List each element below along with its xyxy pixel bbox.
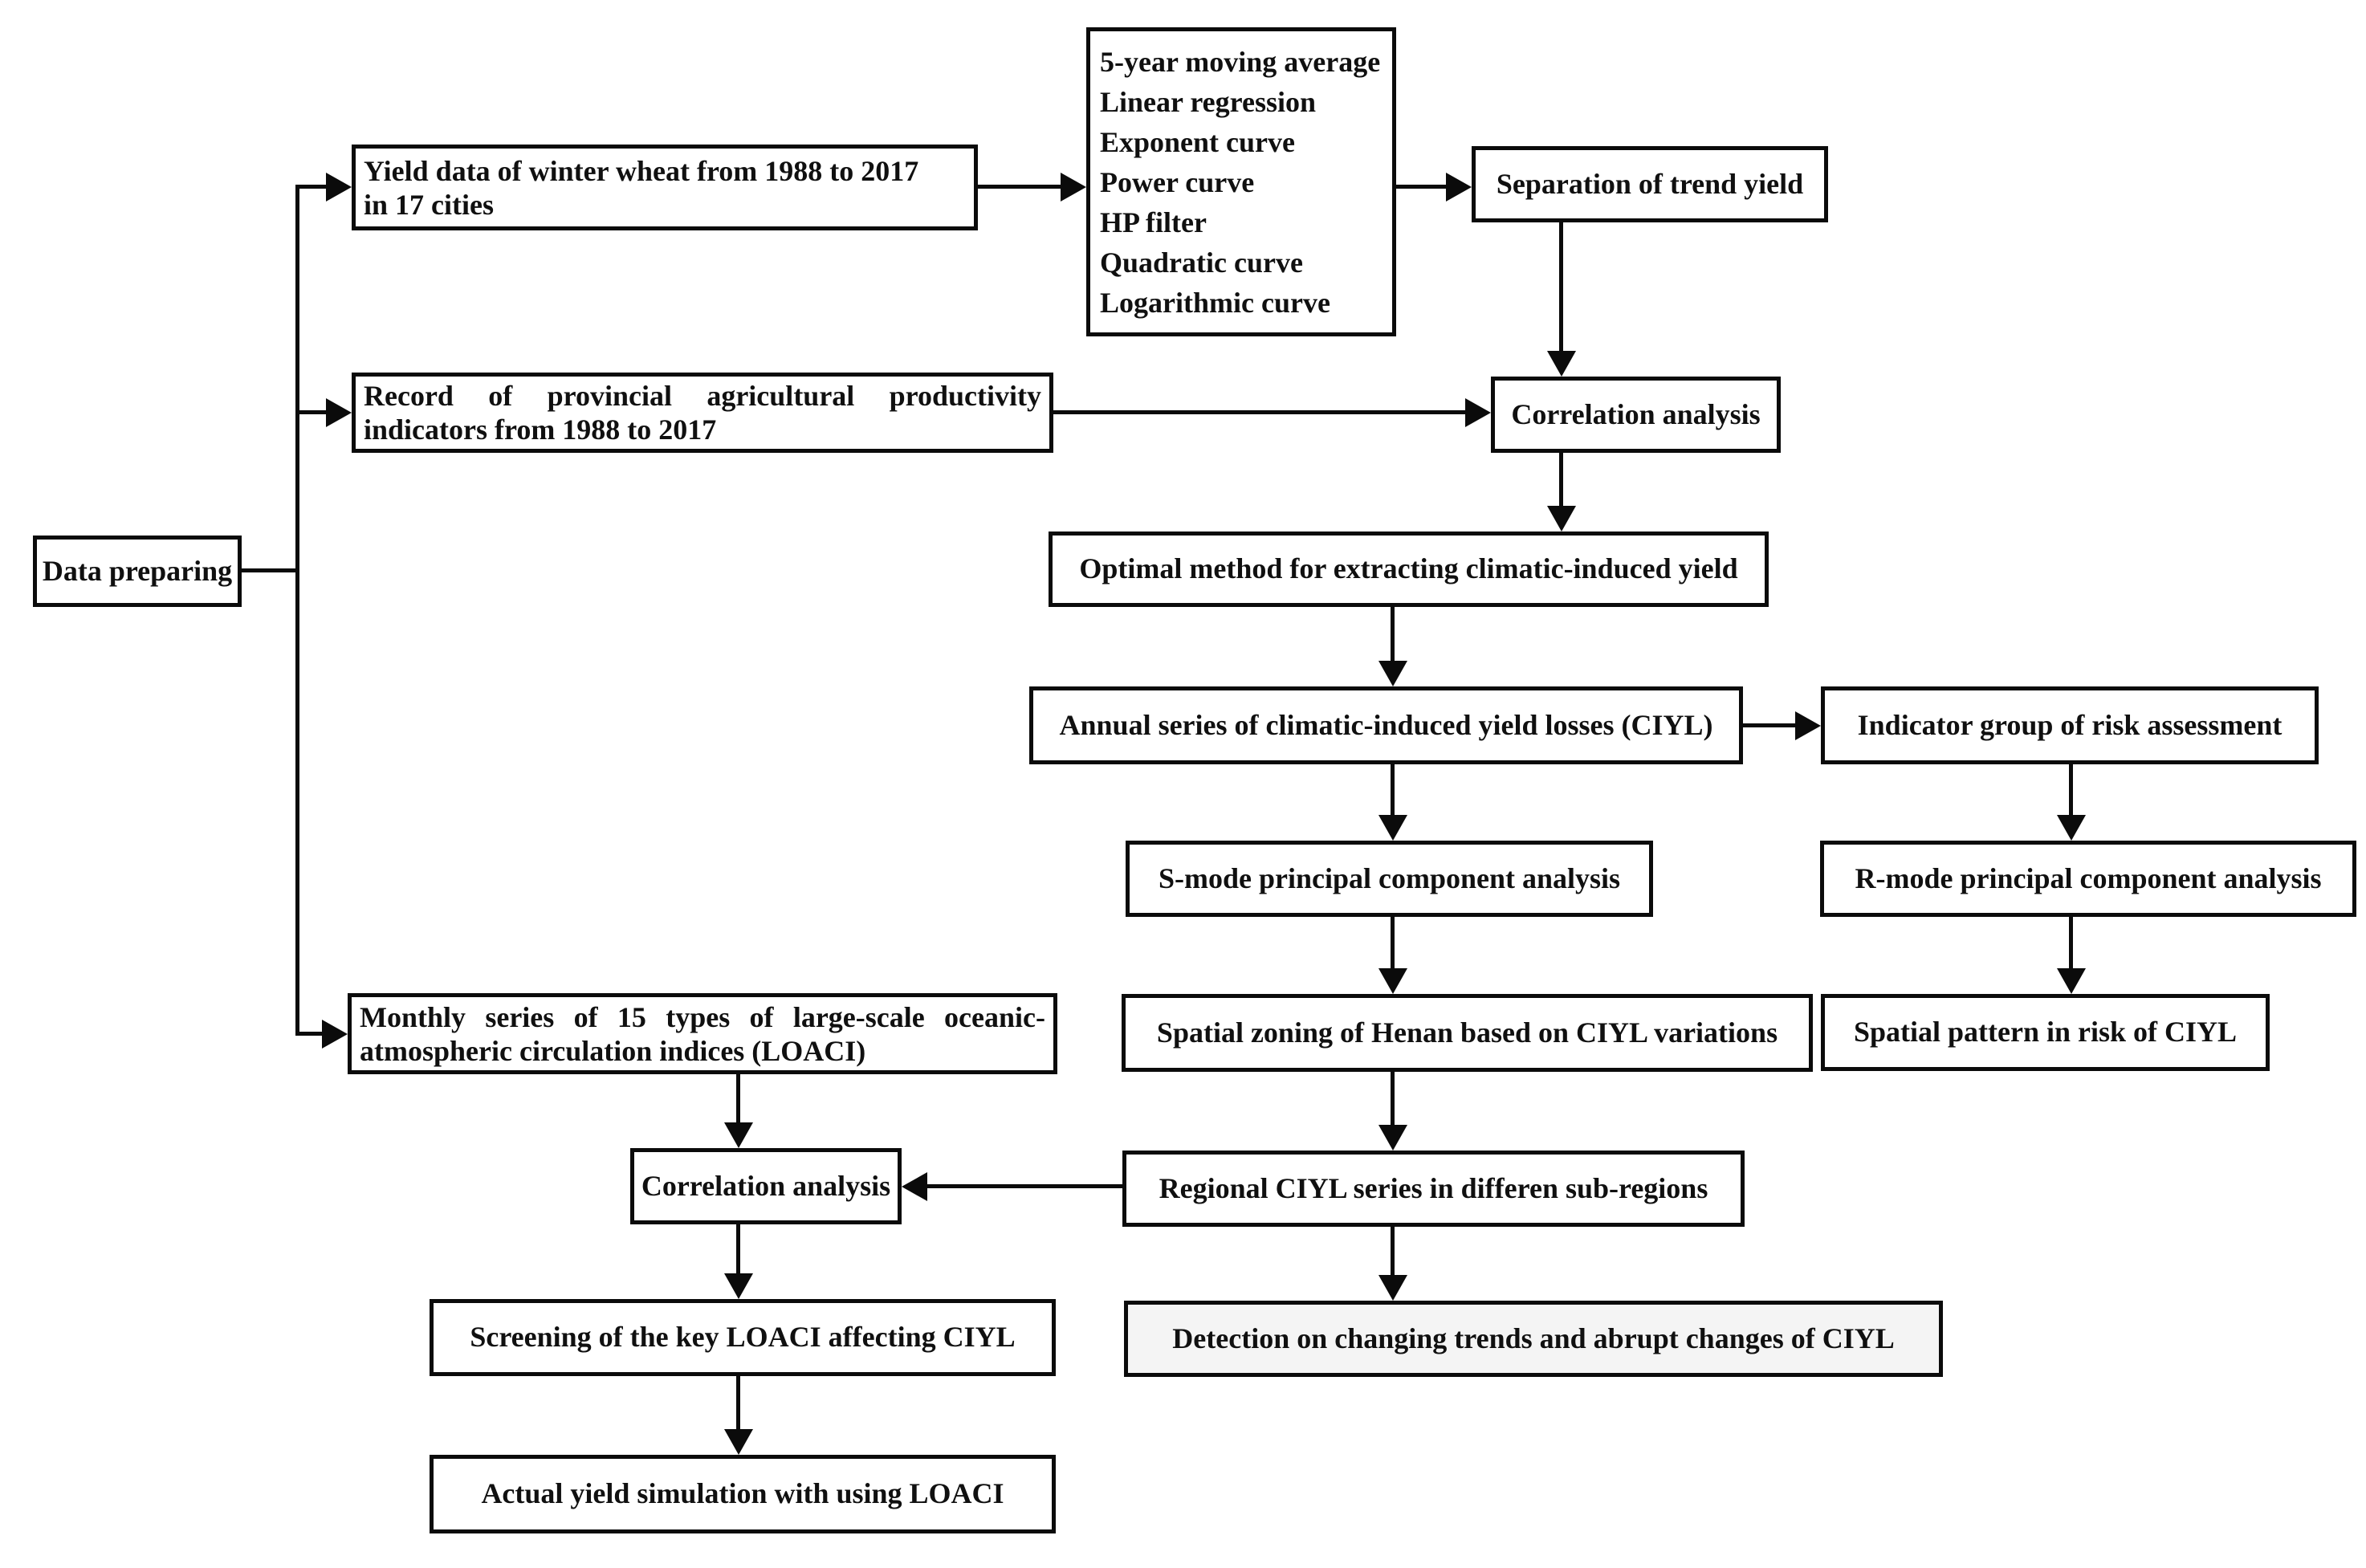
box-monthly-loaci-line-1: Monthly series of 15 types of large-scal… bbox=[360, 1000, 1045, 1033]
box-record-line-1: Record of provincial agricultural produc… bbox=[364, 380, 1041, 412]
box-annual-ciyl-series: Annual series of climatic-induced yield … bbox=[1029, 686, 1743, 764]
arrowhead-to-optimal bbox=[1547, 506, 1576, 531]
arrowhead-to-correlation-top bbox=[1547, 351, 1576, 377]
connector-trunk-vertical bbox=[295, 185, 299, 1036]
box-yield-data-line-1: Yield data of winter wheat from 1988 to … bbox=[364, 154, 919, 187]
connector-optimal-to-annual bbox=[1391, 605, 1395, 664]
connector-record-to-correlation bbox=[1053, 410, 1468, 414]
arrowhead-to-r-mode bbox=[2057, 815, 2086, 841]
box-actual-yield-simulation: Actual yield simulation with using LOACI bbox=[430, 1455, 1056, 1533]
connector-indicator-to-rmode bbox=[2069, 763, 2073, 818]
arrowhead-to-record bbox=[326, 398, 352, 427]
connector-zoning-to-regional bbox=[1391, 1070, 1395, 1128]
box-spatial-zoning: Spatial zoning of Henan based on CIYL va… bbox=[1122, 994, 1813, 1072]
box-correlation-analysis-top: Correlation analysis bbox=[1491, 377, 1781, 453]
connector-separation-to-correlation bbox=[1559, 222, 1563, 354]
connector-monthly-to-correlation-left bbox=[736, 1073, 740, 1126]
trend-method-item: Logarithmic curve bbox=[1100, 286, 1330, 319]
connector-trunk-to-record bbox=[295, 410, 329, 414]
arrowhead-to-annual-ciyl bbox=[1378, 661, 1407, 686]
trend-method-item: Quadratic curve bbox=[1100, 246, 1303, 279]
connector-regional-to-correlation-left bbox=[924, 1184, 1122, 1188]
connector-correlation-to-optimal bbox=[1559, 451, 1563, 509]
box-regional-ciyl-series: Regional CIYL series in differen sub-reg… bbox=[1122, 1151, 1745, 1227]
box-data-preparing: Data preparing bbox=[33, 536, 242, 607]
arrowhead-to-spatial-zoning bbox=[1378, 968, 1407, 994]
connector-rmode-to-pattern bbox=[2069, 915, 2073, 971]
trend-method-item: 5-year moving average bbox=[1100, 45, 1381, 78]
arrowhead-to-spatial-pattern bbox=[2057, 968, 2086, 994]
box-r-mode-pca: R-mode principal component analysis bbox=[1820, 841, 2356, 917]
connector-trunk-to-monthly bbox=[295, 1032, 325, 1036]
box-yield-data: Yield data of winter wheat from 1988 to … bbox=[352, 145, 978, 230]
connector-smode-to-zoning bbox=[1391, 915, 1395, 971]
box-trend-methods: 5-year moving average Linear regression … bbox=[1086, 27, 1396, 336]
box-spatial-pattern-risk: Spatial pattern in risk of CIYL bbox=[1821, 994, 2270, 1071]
connector-annual-to-indicator bbox=[1743, 723, 1798, 727]
connector-yield-to-methods bbox=[978, 185, 1064, 189]
arrowhead-regional-to-correlation-left bbox=[902, 1172, 927, 1201]
box-separation-trend-yield: Separation of trend yield bbox=[1472, 146, 1828, 222]
connector-data-preparing-stub bbox=[241, 568, 299, 572]
box-monthly-loaci: Monthly series of 15 types of large-scal… bbox=[348, 993, 1057, 1074]
arrowhead-to-correlation-left bbox=[724, 1122, 753, 1148]
arrowhead-to-trend-methods bbox=[1061, 173, 1086, 202]
box-correlation-analysis-left: Correlation analysis bbox=[630, 1148, 902, 1224]
connector-regional-to-detection bbox=[1391, 1225, 1395, 1278]
box-record-provincial: Record of provincial agricultural produc… bbox=[352, 373, 1053, 453]
box-indicator-group: Indicator group of risk assessment bbox=[1821, 686, 2319, 764]
connector-correlation-to-screening bbox=[736, 1223, 740, 1277]
arrowhead-record-to-correlation bbox=[1465, 398, 1491, 427]
arrowhead-to-monthly-loaci bbox=[322, 1020, 348, 1049]
box-record-line-2: indicators from 1988 to 2017 bbox=[364, 413, 717, 446]
connector-trunk-to-yield bbox=[295, 185, 329, 189]
arrowhead-to-separation bbox=[1446, 173, 1472, 202]
connector-methods-to-separation bbox=[1396, 185, 1449, 189]
box-s-mode-pca: S-mode principal component analysis bbox=[1126, 841, 1653, 917]
arrowhead-to-yield-data bbox=[326, 173, 352, 202]
box-detection-trends: Detection on changing trends and abrupt … bbox=[1124, 1301, 1943, 1377]
arrowhead-to-detection bbox=[1378, 1275, 1407, 1301]
trend-method-item: Linear regression bbox=[1100, 85, 1316, 118]
connector-annual-to-smode bbox=[1391, 763, 1395, 818]
connector-screening-to-actual bbox=[736, 1375, 740, 1432]
arrowhead-to-actual-yield bbox=[724, 1429, 753, 1455]
arrowhead-to-indicator-group bbox=[1795, 711, 1821, 740]
box-monthly-loaci-line-2: atmospheric circulation indices (LOACI) bbox=[360, 1034, 866, 1067]
arrowhead-to-screening bbox=[724, 1273, 753, 1299]
arrowhead-to-regional-ciyl bbox=[1378, 1125, 1407, 1151]
box-yield-data-line-2: in 17 cities bbox=[364, 188, 494, 221]
box-screening-key-loaci: Screening of the key LOACI affecting CIY… bbox=[430, 1299, 1056, 1376]
trend-method-item: HP filter bbox=[1100, 206, 1207, 238]
box-optimal-method: Optimal method for extracting climatic-i… bbox=[1049, 531, 1769, 607]
trend-method-item: Exponent curve bbox=[1100, 125, 1295, 158]
trend-method-item: Power curve bbox=[1100, 165, 1255, 198]
arrowhead-to-s-mode bbox=[1378, 815, 1407, 841]
